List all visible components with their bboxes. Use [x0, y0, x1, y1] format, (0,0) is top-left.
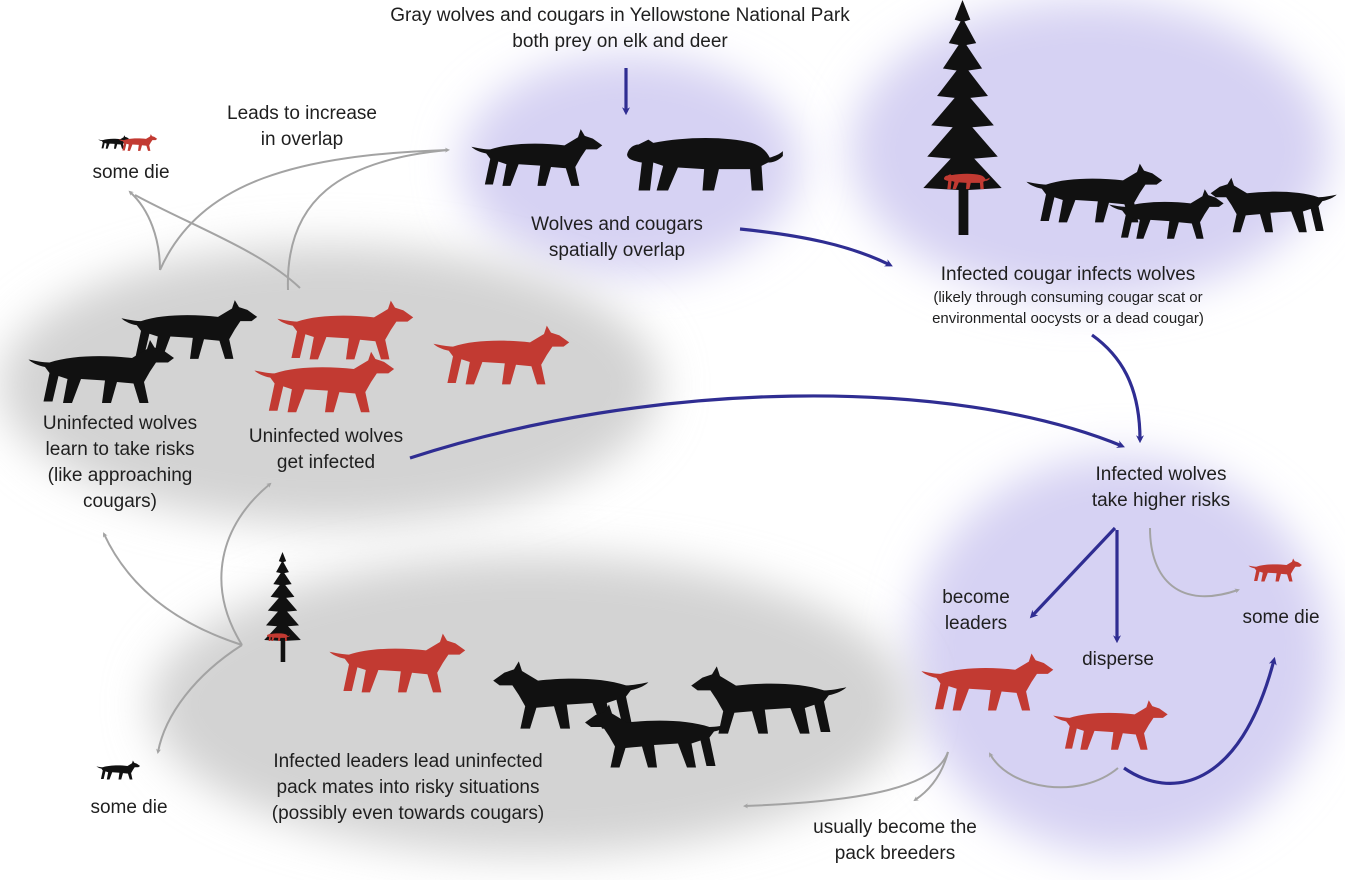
uninfected-learn-line-4: cougars): [83, 491, 157, 512]
higher-risks-line-1: Infected wolves: [1095, 464, 1227, 485]
overlap-line-2: spatially overlap: [548, 240, 686, 261]
become-leaders-label: become leaders: [926, 585, 1026, 637]
uninfected-learn-line-1: Uninfected wolves: [42, 413, 198, 434]
title-line-1: Gray wolves and cougars in Yellowstone N…: [390, 5, 850, 26]
uninfected-learn-line-3: (like approaching: [47, 465, 193, 486]
some-die-top-label: some die: [76, 160, 186, 186]
overlap-line-1: Wolves and cougars: [531, 214, 703, 235]
blob-infection: [850, 0, 1330, 300]
pack-breeders-label: usually become the pack breeders: [790, 815, 1000, 867]
some-die-right-label: some die: [1226, 605, 1336, 631]
arrow-gray-disperse-to-leader: [989, 752, 1119, 789]
some-die-top-text: some die: [92, 162, 170, 183]
uninfected-infected-line-1: Uninfected wolves: [248, 426, 404, 447]
pack-breeders-line-1: usually become the: [813, 817, 977, 838]
arrow-infection-to-risks: [1091, 333, 1144, 444]
blob-overlap: [460, 55, 800, 275]
become-leaders-line-2: leaders: [944, 613, 1008, 634]
leads-to-line-2: in overlap: [260, 129, 344, 150]
some-die-bottom-label: some die: [74, 795, 184, 821]
disperse-text: disperse: [1082, 649, 1154, 670]
arrow-gray-leaders-to-die: [156, 644, 243, 754]
disperse-label: disperse: [1068, 647, 1168, 673]
overlap-label: Wolves and cougars spatially overlap: [512, 212, 722, 264]
arrow-uninfected-to-risks: [409, 394, 1125, 460]
title-line-2: both prey on elk and deer: [512, 31, 728, 52]
some-die-right-text: some die: [1242, 607, 1320, 628]
arrow-overlap-to-infection: [739, 227, 893, 267]
infect-sub-line-1: (likely through consuming cougar scat or: [933, 289, 1203, 306]
uninfected-learn-label: Uninfected wolves learn to take risks (l…: [20, 411, 220, 515]
infect-main-text: Infected cougar infects wolves: [940, 264, 1196, 285]
arrow-gray-to-overlap-1: [159, 147, 450, 271]
arrow-gray-to-some-die-2: [134, 194, 301, 289]
pack-breeders-line-2: pack breeders: [834, 843, 956, 864]
blob-infected-risks: [910, 455, 1330, 855]
leads-to-label: Leads to increase in overlap: [212, 101, 392, 153]
higher-risks-line-2: take higher risks: [1091, 490, 1231, 511]
arrow-gray-risks-to-die: [1149, 527, 1240, 598]
title-label: Gray wolves and cougars in Yellowstone N…: [362, 3, 878, 55]
leaders-lead-label: Infected leaders lead uninfected pack ma…: [238, 749, 578, 827]
infect-sub-label: (likely through consuming cougar scat or…: [898, 287, 1238, 329]
arrow-risks-to-leaders: [1029, 526, 1117, 619]
arrow-gray-to-overlap-2: [286, 149, 449, 291]
become-leaders-line-1: become: [942, 587, 1010, 608]
infect-main-label: Infected cougar infects wolves: [908, 262, 1228, 288]
leaders-lead-line-2: pack mates into risky situations: [276, 777, 540, 798]
arrow-gray-leaders-to-infected: [220, 482, 272, 646]
leads-to-line-1: Leads to increase: [227, 103, 377, 124]
arrow-gray-to-some-die-1: [128, 190, 161, 271]
some-die-bottom-text: some die: [90, 797, 168, 818]
arrow-gray-leader-to-breeders: [913, 751, 949, 802]
infect-sub-line-2: environmental oocysts or a dead cougar): [932, 310, 1204, 327]
leaders-lead-line-1: Infected leaders lead uninfected: [273, 751, 543, 772]
uninfected-infected-label: Uninfected wolves get infected: [226, 424, 426, 476]
arrow-disperse-to-die: [1123, 656, 1277, 785]
leaders-lead-line-3: (possibly even towards cougars): [271, 803, 545, 824]
uninfected-infected-line-2: get infected: [276, 452, 376, 473]
arrow-gray-leader-to-pack: [743, 751, 949, 809]
arrow-gray-leaders-to-learn: [102, 532, 243, 646]
uninfected-learn-line-2: learn to take risks: [45, 439, 195, 460]
wolf-icon-some-die-bottom: [96, 760, 141, 780]
higher-risks-label: Infected wolves take higher risks: [1072, 462, 1250, 514]
